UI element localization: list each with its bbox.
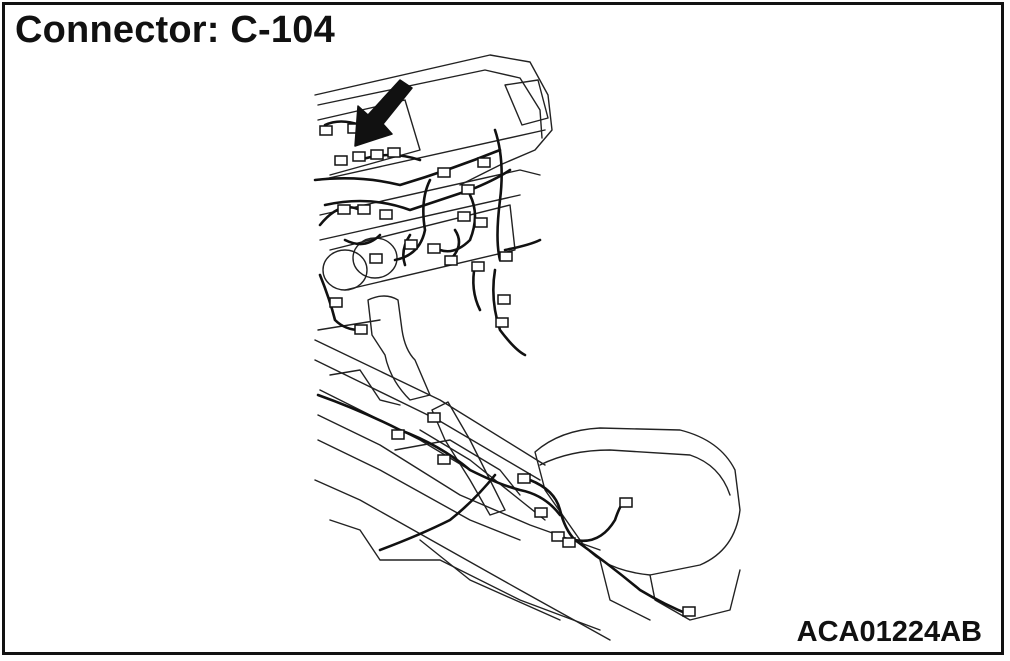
arrow-icon [354, 79, 413, 147]
center-console [314, 319, 611, 641]
figure-code: ACA01224AB [796, 616, 982, 648]
diagram-title: Connector: C-104 [15, 9, 335, 51]
wiring-harness [313, 120, 692, 617]
dashboard-outline [314, 54, 553, 291]
shift-lever [367, 295, 506, 516]
connector-group [319, 123, 696, 617]
